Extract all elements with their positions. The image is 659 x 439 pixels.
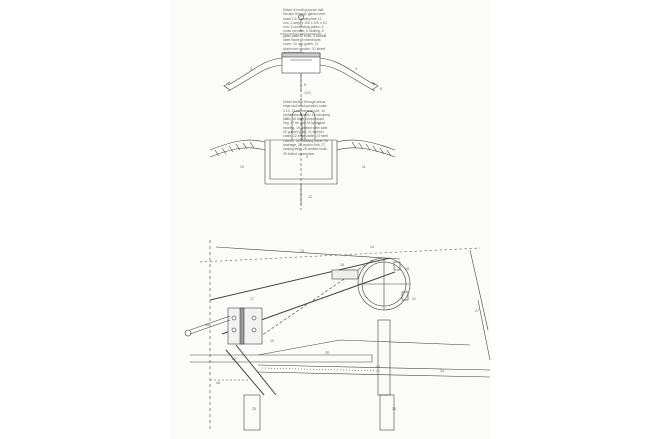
callout-label: 3 (250, 67, 252, 71)
top-detail (223, 14, 379, 100)
caption-detail-2: Detail section through arena edge and tr… (283, 100, 330, 156)
callout-label: 14 (370, 245, 374, 249)
callout-label: 27 (475, 309, 479, 313)
callout-label: 28 (216, 381, 220, 385)
callout-label: 1 (306, 17, 308, 21)
callout-label: 18 (205, 323, 209, 327)
callout-label: 5 (304, 83, 306, 87)
top-detail-labels: 1 2 3 4 5 6 (250, 17, 382, 91)
page-number: 103 (304, 90, 311, 95)
middle-detail-labels: 7 8 9 10 11 12 (240, 117, 366, 199)
callout-label: 11 (362, 165, 366, 169)
book-page: Detail of multi-purpose hall Section thr… (170, 0, 490, 439)
callout-label: 20 (325, 351, 329, 355)
callout-label: 4 (355, 67, 357, 71)
callout-label: 2 (324, 33, 326, 37)
callout-label: 24 (440, 369, 444, 373)
callout-label: 16 (340, 263, 344, 267)
bottom-detail-labels: 13 14 15 16 17 18 19 20 21 22 23 24 25 26 27 28 (205, 245, 479, 411)
callout-label: 9 (306, 155, 308, 159)
callout-label: 23 (376, 365, 380, 369)
callout-label: 6 (380, 87, 382, 91)
callout-label: 19 (270, 339, 274, 343)
callout-label: 22 (232, 357, 236, 361)
callout-label: 8 (318, 122, 320, 126)
callout-label: 10 (240, 165, 244, 169)
callout-label: 17 (250, 297, 254, 301)
middle-detail (209, 98, 396, 210)
callout-label: 12 (308, 195, 312, 199)
callout-label: 13 (300, 249, 304, 253)
callout-label: 25 (252, 407, 256, 411)
callout-label: 15 (405, 267, 409, 271)
callout-label: 21 (412, 297, 416, 301)
callout-label: 26 (392, 407, 396, 411)
callout-label: 7 (285, 117, 287, 121)
bottom-detail (184, 240, 491, 431)
